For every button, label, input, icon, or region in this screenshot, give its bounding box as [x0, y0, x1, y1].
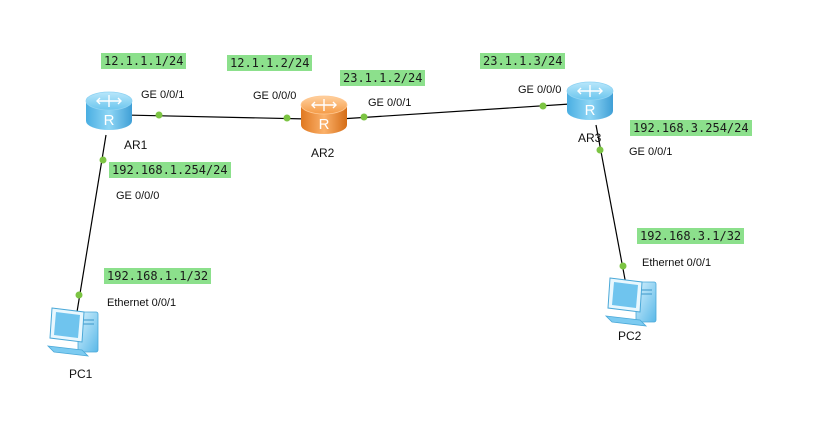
router-icon[interactable]: R	[566, 81, 614, 120]
port-label-ar3-ge001: GE 0/0/1	[629, 146, 673, 158]
port-label-ar3-ge000: GE 0/0/0	[518, 84, 562, 96]
device-label-ar2: AR2	[311, 146, 335, 160]
router-icon[interactable]: R	[300, 95, 348, 134]
port-dot-pc2-eth[interactable]	[619, 262, 627, 270]
router-icon[interactable]: R	[85, 91, 133, 130]
port-dot-ar2-ge001[interactable]	[360, 113, 368, 121]
link-ar1-ar2[interactable]	[124, 114, 309, 120]
ip-label-ar2-ge001: 23.1.1.2/24	[340, 70, 426, 86]
port-label-ar2-ge000: GE 0/0/0	[253, 90, 297, 102]
device-label-pc2: PC2	[618, 329, 642, 343]
port-dot-ar3-ge000[interactable]	[539, 102, 547, 110]
device-label-ar1: AR1	[124, 138, 148, 152]
port-dot-ar1-ge000[interactable]	[99, 156, 107, 164]
ip-label-ar3-ge000: 23.1.1.3/24	[480, 53, 566, 69]
ip-label-ar3-ge001: 192.168.3.254/24	[630, 120, 752, 136]
ip-label-ar1-ge000: 192.168.1.254/24	[109, 162, 231, 178]
svg-text:R: R	[104, 112, 115, 129]
link-ar1-pc1[interactable]	[75, 134, 107, 319]
svg-text:R: R	[585, 102, 596, 119]
port-label-pc2-eth: Ethernet 0/0/1	[642, 257, 712, 269]
port-label-ar2-ge001: GE 0/0/1	[368, 97, 412, 109]
port-label-ar1-ge001: GE 0/0/1	[141, 89, 185, 101]
ip-label-pc2: 192.168.3.1/32	[637, 228, 745, 244]
port-dot-pc1-eth[interactable]	[75, 291, 83, 299]
port-dots	[75, 102, 627, 299]
port-dot-ar2-ge000[interactable]	[283, 114, 291, 122]
pc-icon[interactable]	[46, 307, 99, 357]
links	[75, 103, 628, 319]
port-label-ar1-ge000: GE 0/0/0	[116, 190, 160, 202]
ip-label-ar1-ge001: 12.1.1.1/24	[101, 53, 187, 69]
port-dot-ar1-ge001[interactable]	[155, 111, 163, 119]
ip-label-ar2-ge000: 12.1.1.2/24	[227, 55, 313, 71]
svg-text:R: R	[319, 116, 330, 133]
link-ar2-ar3[interactable]	[339, 103, 571, 120]
port-label-pc1-eth: Ethernet 0/0/1	[107, 297, 177, 309]
port-dot-ar3-ge001[interactable]	[596, 146, 604, 154]
pc-icon[interactable]	[604, 277, 657, 327]
device-label-ar3: AR3	[578, 131, 602, 145]
ip-label-pc1: 192.168.1.1/32	[104, 268, 212, 284]
device-label-pc1: PC1	[69, 367, 93, 381]
